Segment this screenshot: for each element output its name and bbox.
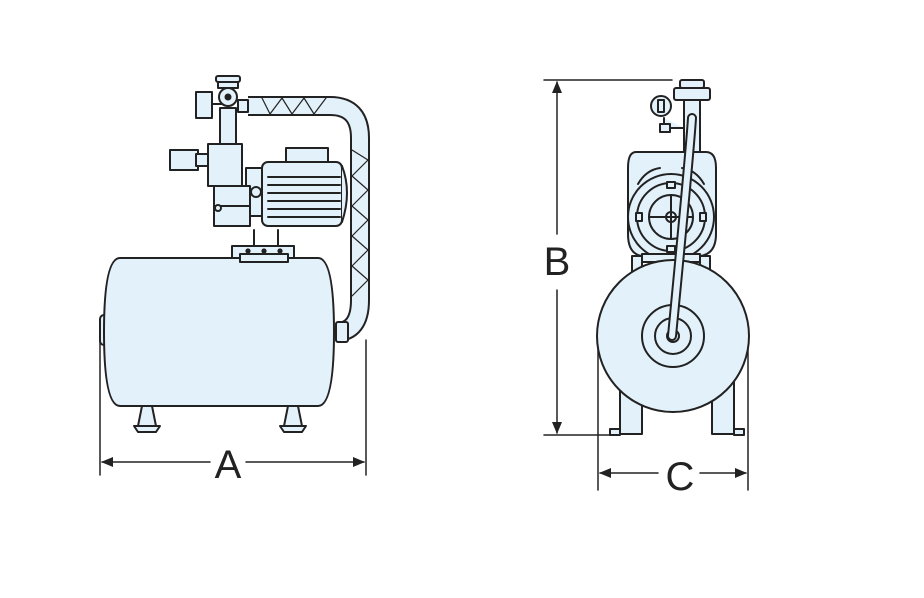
front-top-fittings — [659, 79, 711, 153]
front-pump-body — [627, 151, 717, 275]
dimension-c-label: C — [666, 455, 695, 499]
dimension-b-label: B — [544, 240, 571, 284]
dimension-lines — [99, 79, 749, 491]
front-hose — [667, 113, 697, 341]
pressure-gauge-icon — [650, 95, 672, 117]
side-view — [99, 75, 370, 433]
mounting-bracket — [231, 229, 295, 263]
pump-housing — [169, 75, 251, 227]
dimension-a-label: A — [215, 443, 242, 487]
electric-motor — [245, 147, 348, 227]
pressure-tank — [99, 257, 335, 433]
front-view — [596, 79, 750, 436]
flexible-hose — [248, 96, 370, 343]
